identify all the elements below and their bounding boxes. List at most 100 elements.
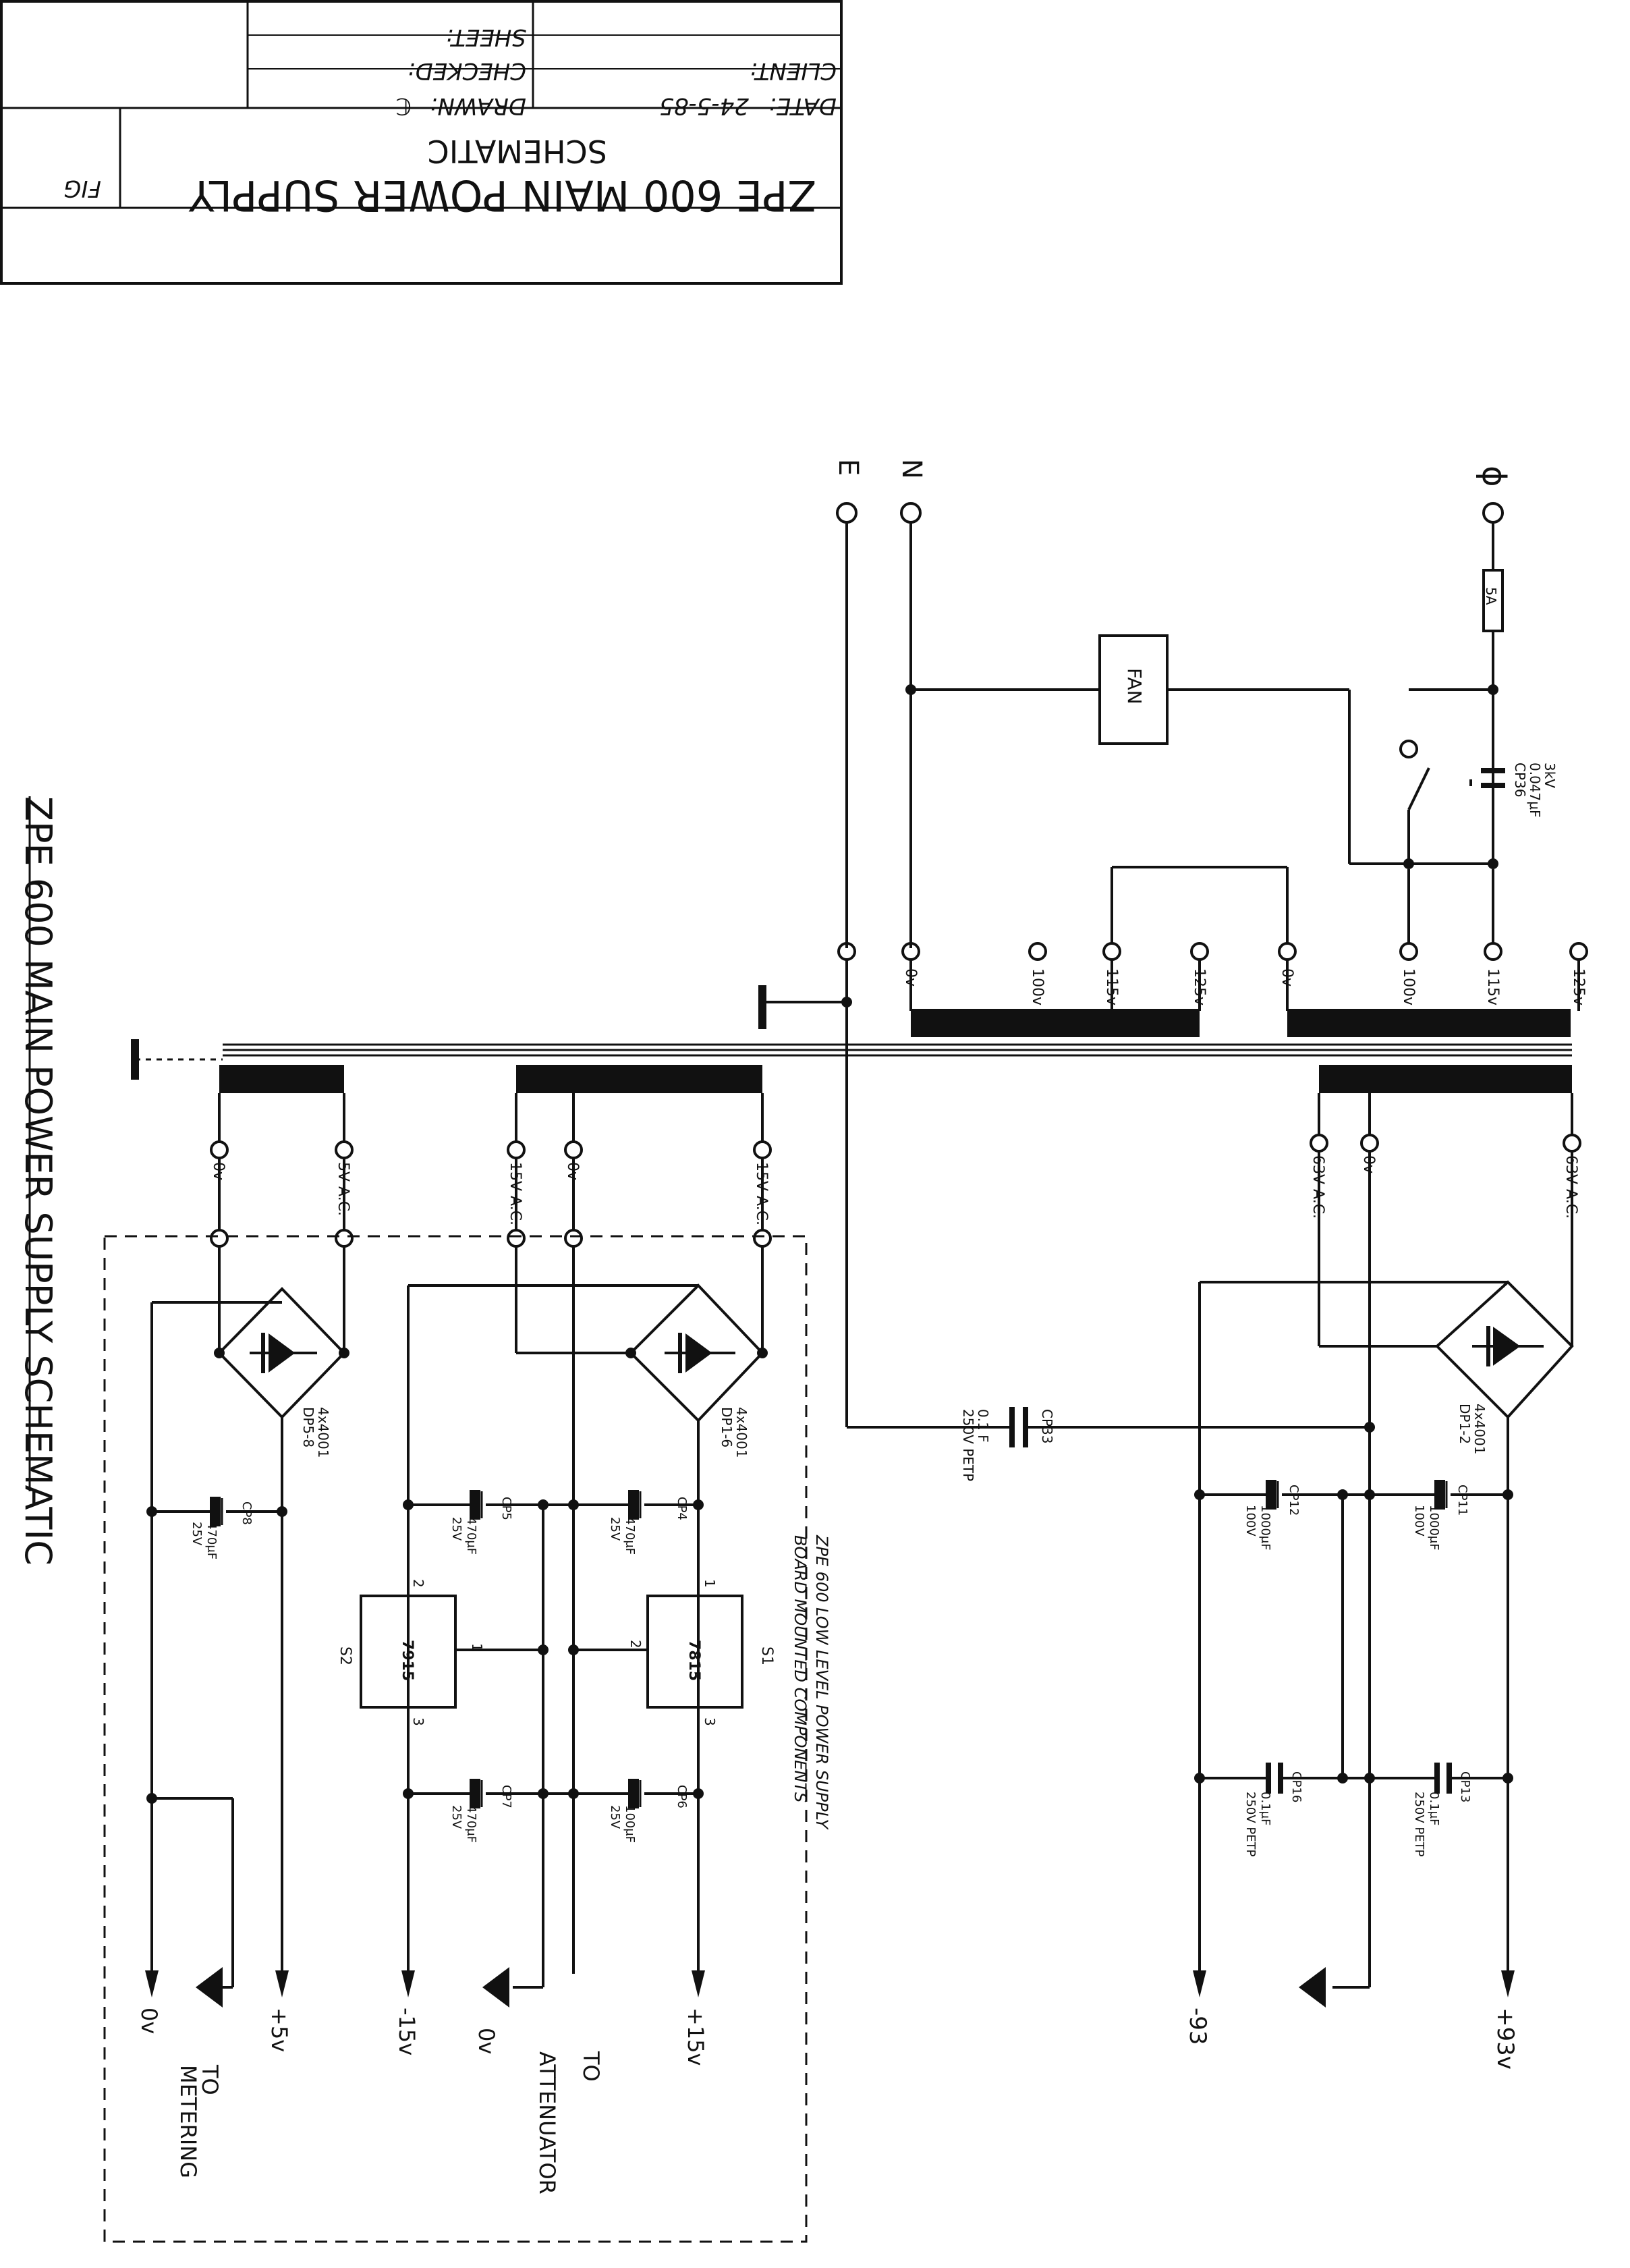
tap-2: 100v [1029,968,1046,1005]
caps-93v [1200,1480,1508,1989]
cp13-v1: 0.1μF [1427,1792,1441,1825]
output-plus5: +5v [266,2008,292,2052]
cp16-v2: 250V PETP [1243,1792,1258,1857]
cp6-v1: 100μF [623,1805,637,1843]
dp3-label: DP5-8 [300,1407,316,1447]
primary-winding [758,866,1588,1427]
tap-5: 0v [1278,968,1295,987]
side-title-group: ZPE 600 MAIN POWER SUPPLY SCHEMATIC [17,796,59,1566]
cp8-label: CP8 [240,1501,254,1525]
u1-pin2: 2 [627,1640,644,1649]
title-line-2: SCHEMATIC [428,133,607,169]
reg-s2: S2 [337,1647,354,1665]
bridge-dp5-8 [150,1246,346,1989]
sec-5v: 5V A.C. [335,1162,352,1216]
cp6-v2: 25V [608,1805,622,1829]
secondary-winding-5v [219,1065,344,1093]
cp4-v1: 470μF [623,1517,637,1555]
transformer-core [131,1039,1572,1080]
mains-input [836,502,1505,948]
cp7-label: CP7 [499,1785,513,1808]
primary-winding-b [1287,1009,1571,1037]
sec-15v-b: 15V A.C. [753,1162,770,1225]
cp5-v1: 470μF [464,1517,478,1555]
secondary-winding-15v [516,1065,762,1093]
cp8-v1: 470μF [204,1522,219,1559]
output-plus93: +93v [1492,2008,1519,2070]
dp2-part: 4x4001 [733,1407,750,1458]
reg-7915: 7915 [399,1640,416,1681]
dp3-part: 4x4001 [315,1407,331,1458]
title-block: SHEET: CHECKED: CLIENT: DRAWN: ℂ DATE: 2… [0,0,843,285]
fuse-label: 5A [1483,587,1499,605]
title-line-1: ZPE 600 MAIN POWER SUPPLY [189,171,816,220]
drawn-label: DRAWN: [430,92,526,119]
cp5-v2: 25V [449,1517,463,1541]
cp8-v2: 25V [190,1522,204,1546]
output-plus15: +15v [683,2008,708,2066]
cp13-v2: 250V PETP [1412,1792,1426,1857]
u1-pin1: 1 [702,1579,718,1588]
cp5-label: CP5 [499,1497,513,1520]
reg-7815: 7815 [685,1640,702,1681]
neutral-label: N [896,459,927,479]
tap-4: 125v [1191,968,1208,1005]
date-value: 24-5-85 [659,92,749,119]
tap-1: 0v [902,968,919,987]
sec-15v-a: 15V A.C. [507,1162,524,1225]
checked-label: CHECKED: [408,57,526,84]
cp13-label: CP13 [1458,1771,1472,1802]
cp12-v2: 100V [1243,1505,1258,1537]
sec-0v-c: 0v [210,1162,227,1180]
fan-label: FAN [1123,668,1146,704]
tap-3: 115v [1103,968,1120,1005]
phase-label: ϕ [1475,466,1513,487]
cp4-v2: 25V [608,1517,622,1541]
u2-pin2: 2 [410,1579,426,1588]
side-title: ZPE 600 MAIN POWER SUPPLY SCHEMATIC [17,796,59,1566]
u1-pin3: 3 [702,1717,718,1726]
cp4-label: CP4 [675,1497,689,1520]
board-label-2: BOARD MOUNTED COMPONENTS [791,1535,810,1802]
board-label-1: ZPE 600 LOW LEVEL POWER SUPPLY [812,1534,831,1831]
to-attenuator-1: TO [578,2051,604,2082]
board-outline [103,1235,808,2243]
drawn-value: ℂ [395,92,412,119]
client-label: CLIENT: [750,57,837,84]
earth-label: E [833,459,864,476]
cp36-label: CP36 [1512,763,1528,797]
primary-winding-a [911,1009,1200,1037]
cp6-label: CP6 [675,1785,689,1808]
dp1-part: 4x4001 [1471,1404,1488,1454]
cp7-v2: 25V [449,1805,463,1829]
cp11-v1: 1000μF [1427,1505,1441,1551]
bridge-dp1-6 [360,1246,764,1989]
output-met-0v: 0v [136,2008,162,2034]
cp16-v1: 0.1μF [1258,1792,1272,1825]
secondary-winding-93v [1319,1065,1572,1093]
cp33a-label: CP33 [1039,1409,1055,1443]
dp1-label: DP1-2 [1457,1404,1473,1444]
output-minus15: -15v [394,2008,420,2055]
tap-6: 100v [1400,968,1417,1005]
output-att-0v: 0v [474,2028,499,2054]
bridge-dp1-2 [847,1151,1574,1970]
cp33a-v2: 250V PETP [960,1409,976,1481]
u2-pin1: 1 [469,1643,485,1652]
tap-8: 125v [1570,968,1587,1005]
output-minus93: -93 [1184,2008,1211,2045]
to-metering-2: METERING [175,2065,201,2178]
u2-pin3: 3 [410,1717,426,1726]
cp33a-v1: 0.1 F [975,1409,991,1443]
cp12-label: CP12 [1287,1485,1301,1516]
to-attenuator-2: ATTENUATOR [534,2051,560,2194]
sec-0v-b: 0v [564,1162,581,1180]
cp12-v1: 1000μF [1258,1505,1272,1551]
dp2-label: DP1-6 [719,1407,735,1447]
tap-7: 115v [1484,968,1501,1005]
fig-label: FIG [63,175,101,202]
date-label: DATE: [768,92,837,119]
cp11-v2: 100V [1412,1505,1426,1537]
reg-s1: S1 [758,1647,775,1665]
